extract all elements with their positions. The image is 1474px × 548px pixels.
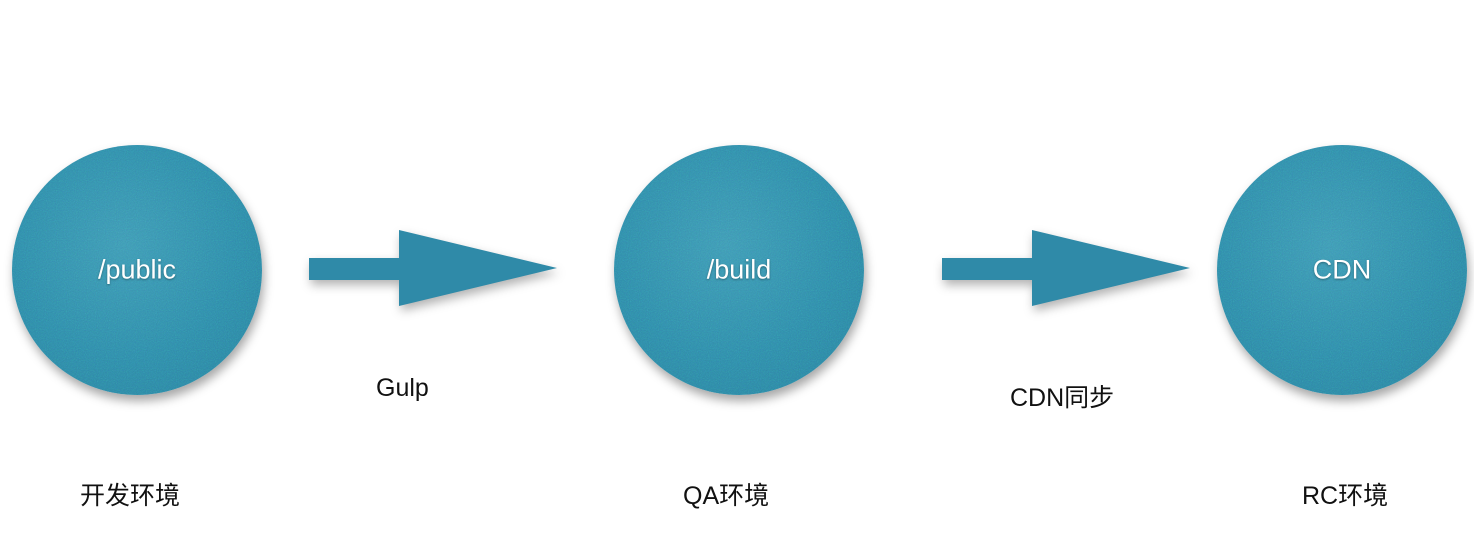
node-build: /build xyxy=(614,145,864,395)
node-texture xyxy=(1217,145,1467,395)
environment-label-dev: 开发环境 xyxy=(80,482,181,510)
node-texture xyxy=(12,145,262,395)
node-texture xyxy=(614,145,864,395)
node-cdn: CDN xyxy=(1217,145,1467,395)
node-label-build: /build xyxy=(706,254,772,285)
transition-label-cdn-sync: CDN同步 xyxy=(1010,384,1115,412)
node-public: /public xyxy=(12,145,262,395)
right-arrow-icon xyxy=(309,230,557,306)
right-arrow-icon xyxy=(942,230,1190,306)
node-label-public: /public xyxy=(97,254,177,285)
node-label-cdn: CDN xyxy=(1312,254,1372,285)
transition-label-gulp: Gulp xyxy=(376,374,429,402)
environment-label-qa: QA环境 xyxy=(683,482,770,510)
environment-label-rc: RC环境 xyxy=(1302,482,1389,510)
